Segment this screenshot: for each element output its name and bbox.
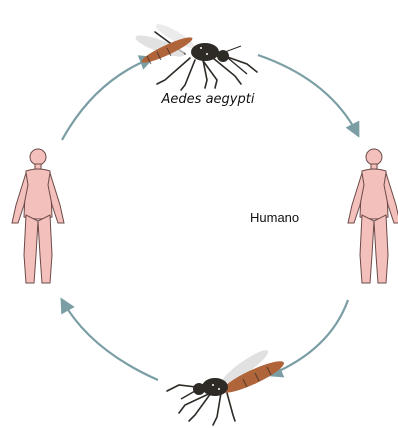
human-label: Humano: [250, 210, 299, 225]
arrow-mosquito-bottom-to-human-left: [62, 300, 158, 380]
human-figure-icon: [348, 149, 398, 283]
mosquito-species-label: Aedes aegypti: [138, 92, 278, 107]
human-figure-icon: [12, 149, 64, 283]
mosquito-icon: [167, 346, 287, 425]
mosquito-icon: [134, 21, 257, 90]
